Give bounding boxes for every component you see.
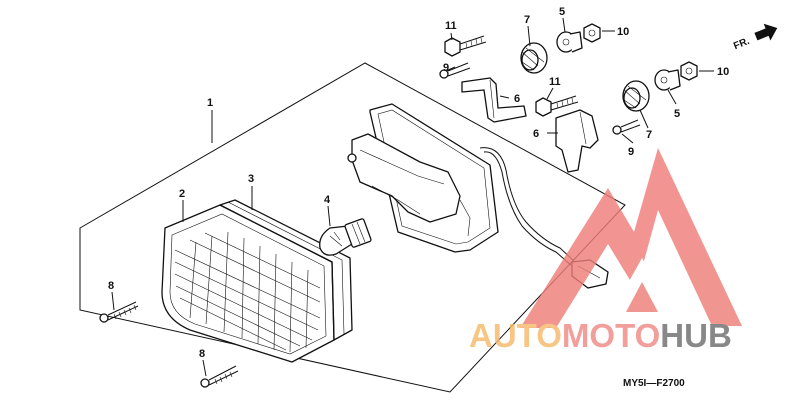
nut-right	[680, 61, 698, 81]
callout-collar-left: 5	[559, 6, 565, 18]
lamp-housing	[347, 103, 499, 253]
bulb	[319, 218, 372, 256]
watermark-hub: HUB	[660, 317, 732, 354]
front-direction-marker: FR.	[732, 23, 778, 52]
callout-bulb: 4	[324, 194, 331, 206]
bolt-left	[439, 62, 471, 79]
screw-upper	[99, 301, 139, 323]
watermark-triangle-mark	[520, 148, 742, 328]
collar-left	[556, 31, 583, 53]
gasket	[219, 199, 353, 341]
callout-screw-lower: 8	[199, 348, 205, 360]
watermark-auto: AUTO	[469, 317, 562, 354]
screw-lower	[200, 365, 239, 388]
callout-collar-right: 5	[674, 108, 680, 120]
bolt-upper-right	[535, 95, 579, 117]
diagram-part-code: MY5I—F2700	[623, 378, 685, 389]
callout-bolt-left: 9	[443, 62, 449, 74]
callout-gasket: 3	[248, 173, 254, 185]
callout-lens: 2	[179, 188, 185, 200]
callout-tail-lamp-assy: 1	[207, 97, 213, 109]
callout-screw-upper: 8	[108, 280, 114, 292]
assembly-outline	[79, 62, 626, 393]
callout-bolt-right: 9	[628, 146, 634, 158]
callout-bolt-upper-left: 11	[445, 20, 457, 32]
grommet-right	[622, 80, 650, 112]
grommet-left	[520, 42, 548, 74]
callout-bolt-upper-right: 11	[549, 76, 561, 88]
callout-grommet-left: 7	[524, 14, 530, 26]
svg-text:AUTOMOTOHUB: AUTOMOTOHUB	[469, 317, 732, 354]
callout-nut-left: 10	[617, 26, 629, 38]
direction-arrow-icon	[754, 23, 778, 41]
callout-nut-right: 10	[717, 66, 729, 78]
bolt-upper-left	[444, 35, 487, 57]
bracket-left	[461, 77, 527, 123]
wire-harness	[479, 147, 576, 267]
lens	[161, 204, 335, 363]
nut-left	[583, 23, 601, 43]
leader-lines	[111, 17, 714, 377]
callout-bracket-right: 6	[533, 128, 539, 140]
watermark-moto: MOTO	[562, 317, 660, 354]
collar-right	[654, 69, 681, 91]
callout-bracket-left: 6	[514, 93, 520, 105]
callout-grommet-right: 7	[646, 129, 652, 141]
bracket-right	[555, 109, 599, 173]
front-direction-label: FR.	[732, 36, 751, 52]
bolt-right	[612, 119, 641, 135]
watermark-logo: AUTOMOTOHUB	[469, 148, 742, 354]
